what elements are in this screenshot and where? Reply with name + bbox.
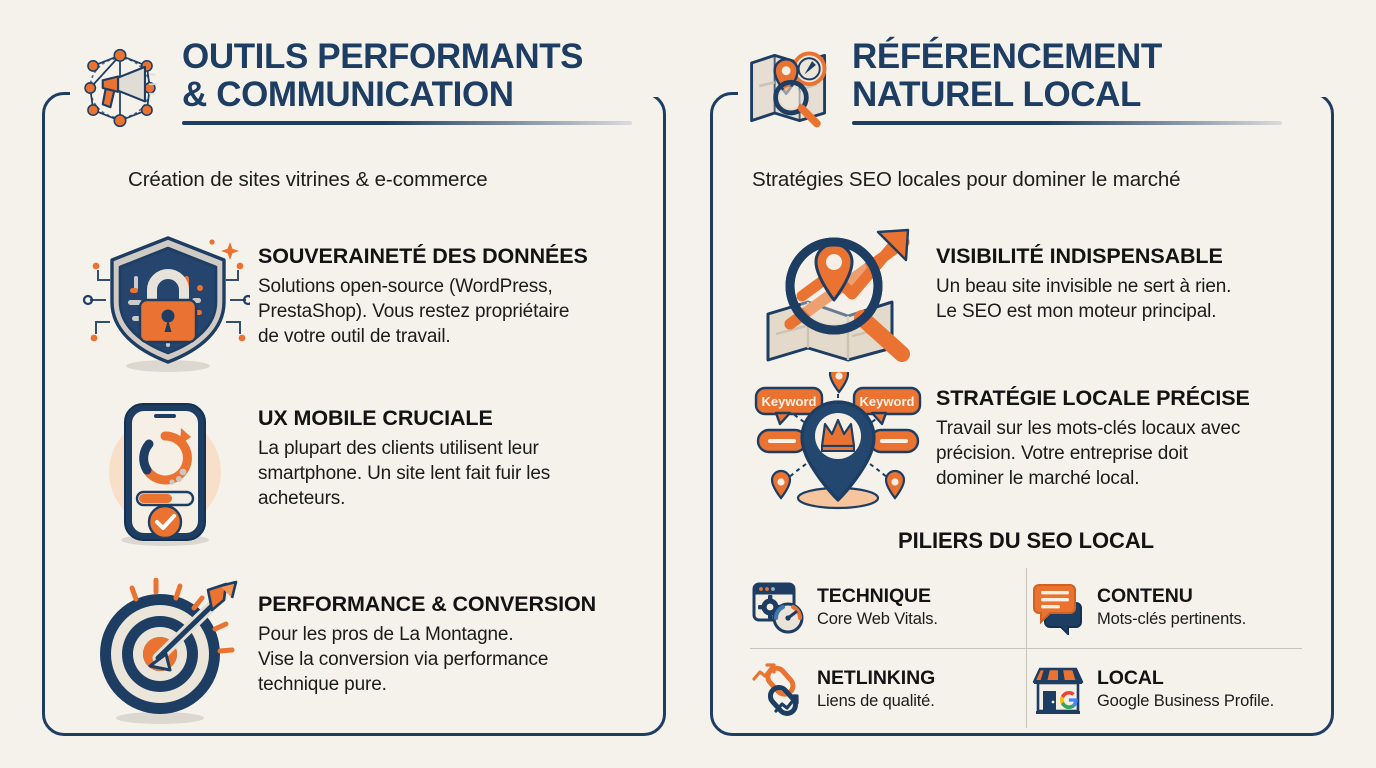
feature-strategie-locale-precise: Keyword Keyword	[748, 372, 1250, 518]
chain-link-growth-icon	[752, 663, 799, 716]
pilier-contenu: CONTENU Mots-clés pertinents.	[1026, 566, 1306, 648]
pilier-local: LOCAL Google Business Profile.	[1026, 648, 1306, 730]
feature-description: Solutions open-source (WordPress, Presta…	[258, 276, 570, 347]
keyword-pin-crown-icon: Keyword Keyword	[754, 372, 922, 510]
feature-title: STRATÉGIE LOCALE PRÉCISE	[936, 386, 1250, 410]
feature-description: Travail sur les mots-clés locaux avec pr…	[936, 418, 1241, 489]
storefront-google-icon	[1032, 667, 1084, 714]
pilier-label: TECHNIQUE	[817, 585, 931, 607]
pilier-sub: Core Web Vitals.	[817, 610, 938, 628]
feature-ux-mobile-cruciale: UX MOBILE CRUCIALE La plupart des client…	[80, 398, 550, 550]
pilier-sub: Google Business Profile.	[1097, 692, 1275, 710]
keyword-bubble-right: Keyword	[852, 386, 922, 426]
header-referencement: RÉFÉRENCEMENT NATUREL LOCAL	[742, 38, 1282, 136]
keyword-pill-left	[756, 428, 808, 454]
keyword-pill-right	[868, 428, 920, 454]
pilier-label: NETLINKING	[817, 667, 936, 689]
magnifier-map-growth-icon	[766, 228, 910, 362]
feature-description: La plupart des clients utilisent leur sm…	[258, 438, 551, 509]
keyword-bubble-label-1: Keyword	[762, 394, 817, 409]
panel-left-subtitle: Création de sites vitrines & e-commerce	[128, 168, 488, 191]
feature-description: Un beau site invisible ne sert à rien. L…	[936, 276, 1232, 322]
pilier-sub: Liens de qualité.	[817, 692, 935, 710]
pilier-label: LOCAL	[1097, 667, 1164, 689]
feature-title: UX MOBILE CRUCIALE	[258, 406, 493, 430]
speech-bubbles-icon	[1033, 584, 1082, 635]
piliers-title: PILIERS DU SEO LOCAL	[898, 528, 1154, 553]
header-outils: OUTILS PERFORMANTS & COMMUNICATION	[72, 38, 632, 136]
keyword-bubble-left: Keyword	[754, 386, 824, 426]
pilier-technique: TECHNIQUE Core Web Vitals.	[746, 566, 1026, 648]
mini-pin-top	[828, 372, 850, 394]
megaphone-network-icon	[84, 48, 158, 128]
pilier-netlinking: NETLINKING Liens de qualité.	[746, 648, 1026, 730]
panel-right-subtitle: Stratégies SEO locales pour dominer le m…	[752, 168, 1181, 191]
title-underline	[852, 121, 1282, 125]
mini-pin-bottom-left	[770, 469, 792, 500]
feature-title: SOUVERAINETÉ DES DONNÉES	[258, 244, 588, 268]
map-magnifier-compass-icon	[750, 51, 827, 128]
feature-title: PERFORMANCE & CONVERSION	[258, 592, 597, 616]
pilier-sub: Mots-clés pertinents.	[1097, 610, 1247, 628]
mini-pin-bottom-right	[884, 469, 906, 500]
shield-lock-icon	[82, 236, 250, 372]
panel-left-header-gap	[70, 87, 670, 97]
feature-visibilite-indispensable: VISIBILITÉ INDISPENSABLE Un beau site in…	[752, 222, 1231, 372]
panel-right-title: RÉFÉRENCEMENT NATUREL LOCAL	[852, 37, 1162, 114]
pilier-label: CONTENU	[1097, 585, 1193, 607]
feature-performance-conversion: PERFORMANCE & CONVERSION Pour les pros d…	[80, 578, 596, 730]
feature-title: VISIBILITÉ INDISPENSABLE	[936, 244, 1223, 268]
panel-right-header-gap	[738, 87, 1338, 97]
title-underline	[182, 121, 632, 125]
piliers-grid: TECHNIQUE Core Web Vitals. CONTENU M	[746, 566, 1306, 730]
target-arrow-icon	[100, 578, 238, 724]
feature-souverainete-des-donnees: SOUVERAINETÉ DES DONNÉES Solutions open-…	[80, 224, 588, 376]
panel-left-title: OUTILS PERFORMANTS & COMMUNICATION	[182, 37, 584, 114]
piliers-seo-local-section: PILIERS DU SEO LOCAL	[746, 528, 1306, 730]
browser-gear-speedometer-icon	[752, 582, 804, 634]
smartphone-loading-icon	[109, 403, 221, 546]
keyword-bubble-label-2: Keyword	[860, 394, 915, 409]
feature-description: Pour les pros de La Montagne. Vise la co…	[258, 624, 549, 695]
